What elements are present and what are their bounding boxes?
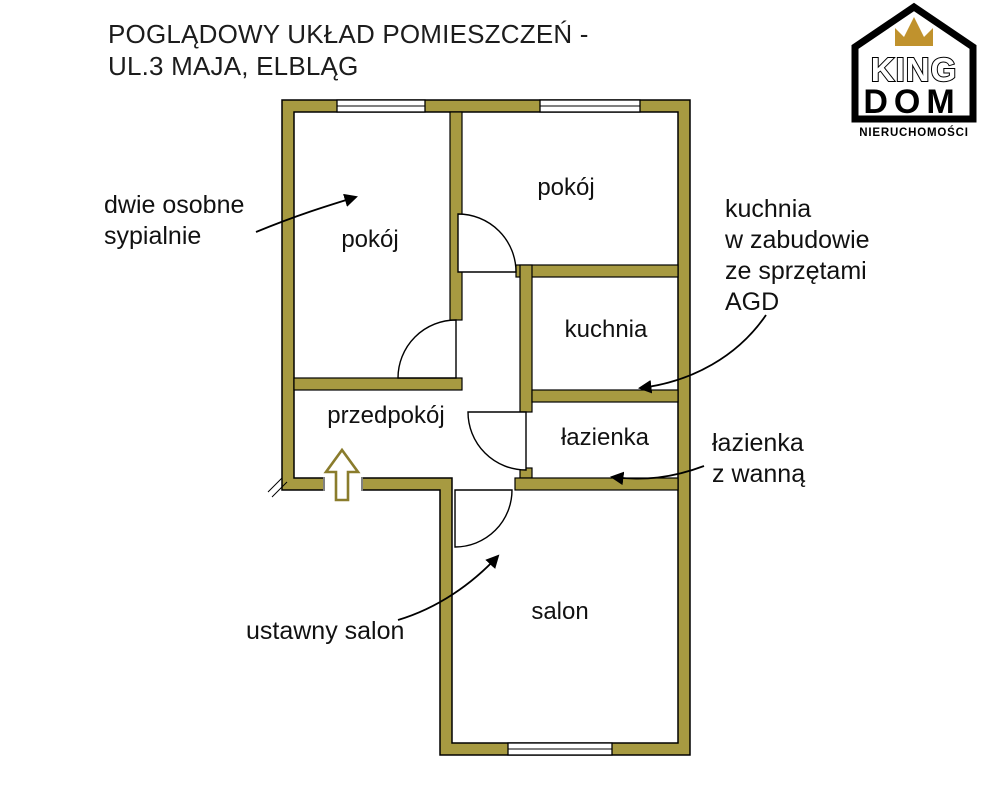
wall-kitchen-bathroom	[531, 389, 679, 403]
arrow-bathroom	[609, 465, 705, 486]
room-label-bedroom-left: pokój	[341, 226, 399, 253]
outer-walls	[281, 99, 691, 756]
annotation-kitchen-line3: ze sprzętami	[725, 257, 867, 285]
door-arc-bedroom-left	[397, 319, 457, 379]
arrow-living-room	[397, 554, 500, 621]
window-bedroom-left	[336, 99, 426, 113]
window-living-room	[507, 742, 613, 756]
page-title-line2: UL.3 MAJA, ELBLĄG	[108, 51, 359, 81]
door-arc-bedroom-right	[457, 213, 517, 273]
annotation-bathroom-line1: łazienka	[712, 429, 804, 457]
page-title-line1: POGLĄDOWY UKŁAD POMIESZCZEŃ -	[108, 19, 589, 49]
window-bedroom-right	[539, 99, 641, 113]
annotation-living-room: ustawny salon	[246, 616, 404, 647]
wall-hatch	[267, 477, 288, 498]
annotation-bedrooms: dwie osobne sypialnie	[104, 190, 244, 252]
annotation-living-room-line1: ustawny salon	[246, 617, 405, 645]
logo-crown-icon	[895, 17, 933, 46]
arrow-kitchen	[637, 314, 767, 394]
arrow-bedrooms	[255, 193, 358, 233]
annotation-bedrooms-line1: dwie osobne	[104, 191, 245, 219]
annotation-kitchen-line2: w zabudowie	[725, 226, 870, 254]
page-title: POGLĄDOWY UKŁAD POMIESZCZEŃ - UL.3 MAJA,…	[108, 18, 589, 82]
annotation-arrows	[255, 193, 767, 621]
annotation-kitchen-line1: kuchnia	[725, 195, 812, 223]
wall-corridor-kitchen	[519, 264, 533, 413]
wall-salon-top	[514, 477, 679, 491]
logo-svg: KING DOM NIERUCHOMOŚCI	[851, 2, 977, 139]
entrance-arrow	[323, 447, 361, 502]
logo-text-king: KING	[871, 51, 958, 88]
windows	[336, 99, 641, 756]
wall-bedroom-kitchen	[515, 264, 679, 278]
room-label-bathroom: łazienka	[560, 424, 650, 451]
logo: KING DOM NIERUCHOMOŚCI	[848, 2, 982, 144]
door-arc-bathroom	[467, 411, 527, 471]
annotation-bathroom: łazienka z wanną	[712, 428, 805, 490]
logo-text-dom: DOM	[863, 83, 960, 121]
room-label-hallway: przedpokój	[327, 402, 445, 429]
room-label-kitchen: kuchnia	[564, 316, 648, 343]
room-label-living-room: salon	[531, 598, 589, 625]
doors	[397, 213, 527, 548]
logo-subtitle: NIERUCHOMOŚCI	[859, 126, 968, 139]
annotation-bedrooms-line2: sypialnie	[104, 222, 202, 250]
logo-house-icon	[851, 2, 977, 123]
annotation-kitchen: kuchnia w zabudowie ze sprzętami AGD	[725, 194, 870, 318]
wall-hallway-top	[293, 377, 463, 391]
door-arc-living-room	[454, 489, 513, 548]
room-label-bedroom-right: pokój	[537, 174, 595, 201]
annotation-kitchen-line4: AGD	[725, 288, 780, 316]
annotation-bathroom-line2: z wanną	[712, 460, 806, 488]
